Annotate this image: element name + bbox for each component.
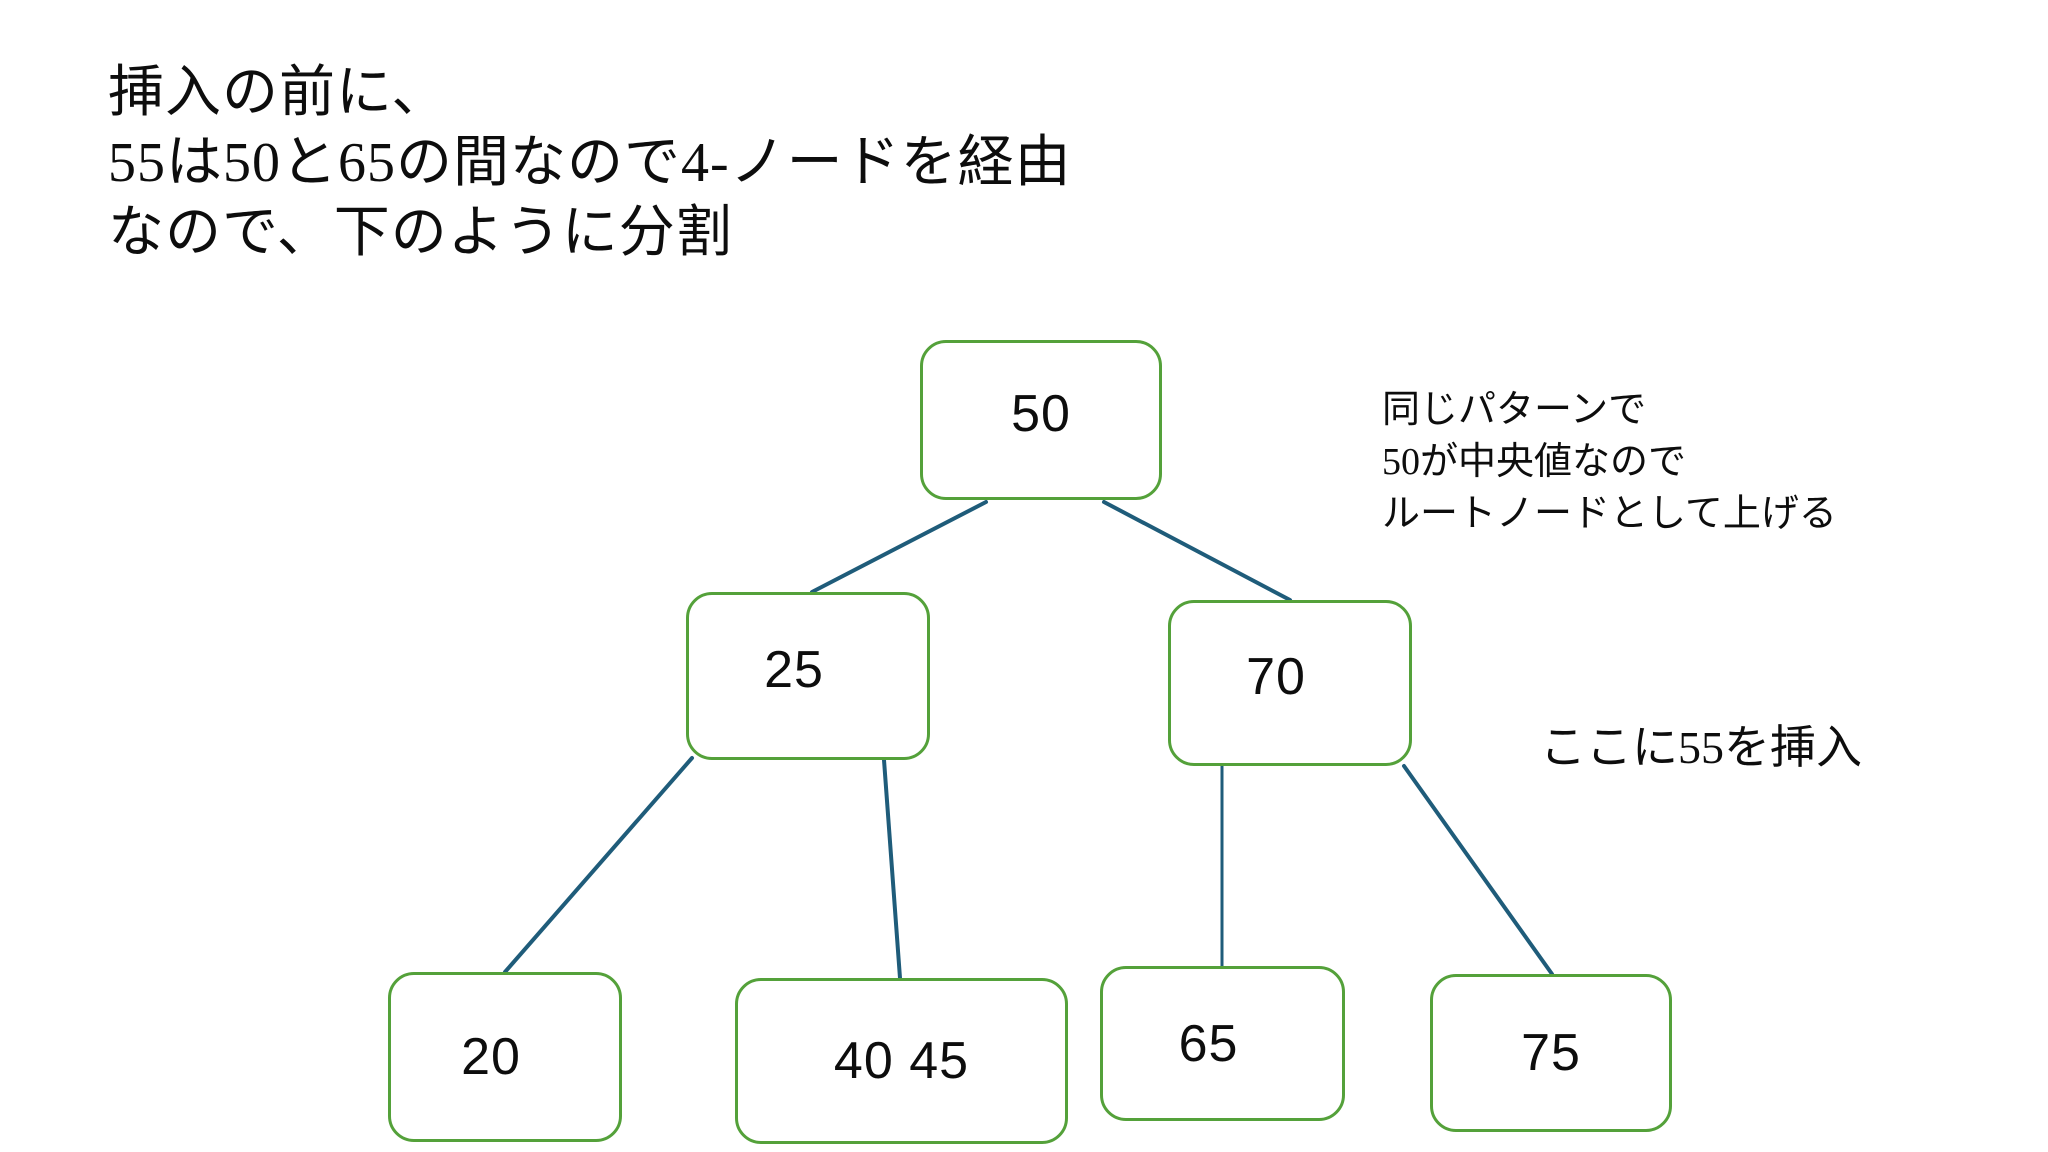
edge-root50-node70 (1102, 500, 1292, 602)
tree-node-root-50[interactable]: 50 (920, 340, 1162, 500)
tree-node-leaf-75[interactable]: 75 (1430, 974, 1672, 1132)
edge-node25-leaf4045 (882, 758, 902, 980)
tree-node-leaf-65[interactable]: 65 (1100, 966, 1345, 1121)
annotation-pattern-note: 同じパターンで 50が中央値なので ルートノードとして上げる (1382, 384, 1982, 540)
tree-node-label: 40 45 (833, 1032, 970, 1090)
title-line-1: 挿入の前に、 (108, 62, 449, 124)
tree-node-25[interactable]: 25 (686, 592, 930, 760)
annotation-pattern-line-1: 同じパターンで (1382, 389, 1647, 431)
title-line-3: なので、下のように分割 (108, 202, 733, 264)
tree-node-label: 75 (1521, 1024, 1581, 1082)
edge-node25-leaf20 (503, 756, 694, 974)
tree-node-label: 65 (1178, 1014, 1239, 1073)
tree-node-label: 70 (1246, 648, 1306, 706)
annotation-pattern-line-2: 50が中央値なので (1382, 441, 1687, 483)
title-line-2: 55は50と65の間なので4-ノードを経由 (108, 132, 1072, 194)
tree-node-leaf-20[interactable]: 20 (388, 972, 622, 1142)
annotation-insert-note: ここに55を挿入 (1540, 718, 1980, 778)
annotation-pattern-line-3: ルートノードとして上げる (1382, 493, 1837, 535)
page-title: 挿入の前に、 55は50と65の間なので4-ノードを経由 なので、下のように分割 (108, 58, 1358, 268)
edge-root50-node25 (810, 500, 988, 594)
tree-node-label: 50 (1011, 385, 1071, 443)
tree-node-leaf-40-45[interactable]: 40 45 (735, 978, 1068, 1144)
tree-node-70[interactable]: 70 (1168, 600, 1412, 766)
annotation-insert-line-1: ここに55を挿入 (1540, 722, 1862, 773)
tree-node-label: 25 (764, 641, 824, 699)
edge-node70-leaf75 (1402, 764, 1554, 976)
tree-node-label: 20 (461, 1028, 521, 1086)
